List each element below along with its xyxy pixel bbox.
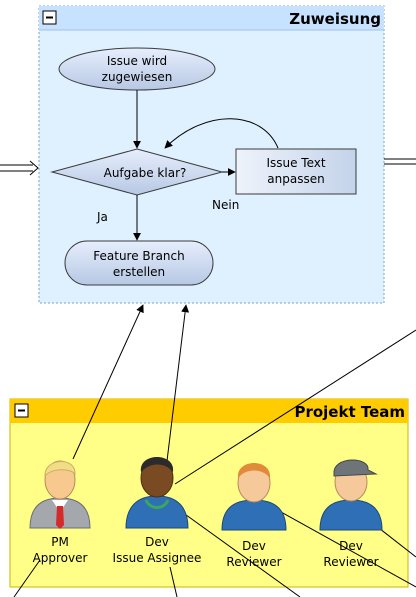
reviewer-1-label: Reviewer (226, 555, 281, 569)
tie-icon (56, 506, 64, 529)
pm-approver-avatar[interactable] (29, 460, 91, 529)
end-node[interactable]: Feature Branch erstellen (64, 240, 214, 286)
decision-node[interactable]: Aufgabe klar? (50, 148, 224, 196)
reviewer-2-label: Reviewer (323, 555, 378, 569)
end-line-1: Feature Branch (93, 249, 185, 263)
outgoing-double-line (384, 158, 416, 165)
assignee-role: Dev (145, 535, 169, 549)
start-node-line-2: zugewiesen (102, 70, 173, 84)
edge-yes-label: Ja (96, 210, 108, 224)
dev-reviewer-2-avatar[interactable] (319, 459, 383, 531)
task-line-1: Issue Text (266, 156, 325, 170)
team-title: Projekt Team (294, 403, 405, 421)
start-node[interactable]: Issue wird zugewiesen (58, 47, 216, 91)
task-node[interactable]: Issue Text anpassen (235, 148, 357, 195)
decision-label: Aufgabe klar? (104, 166, 187, 180)
start-node-line-1: Issue wird (107, 54, 167, 68)
team-collapse-toggle[interactable] (14, 403, 29, 418)
end-line-2: erstellen (113, 265, 165, 279)
incoming-double-arrow (0, 160, 39, 176)
task-line-2: anpassen (267, 172, 324, 186)
dev-assignee-avatar[interactable] (125, 457, 189, 529)
dev-reviewer-1-avatar[interactable] (221, 463, 287, 531)
zuweisung-collapse-toggle[interactable] (42, 10, 57, 25)
pm-role: PM (51, 535, 69, 549)
pm-label: Approver (33, 551, 88, 565)
edge-no-label: Nein (212, 198, 239, 212)
cap-icon (333, 459, 378, 477)
zuweisung-title: Zuweisung (289, 10, 381, 28)
reviewer-2-role: Dev (339, 539, 363, 553)
reviewer-1-role: Dev (242, 539, 266, 553)
assignee-label: Issue Assignee (113, 551, 202, 565)
edge-task-decision (164, 118, 279, 149)
